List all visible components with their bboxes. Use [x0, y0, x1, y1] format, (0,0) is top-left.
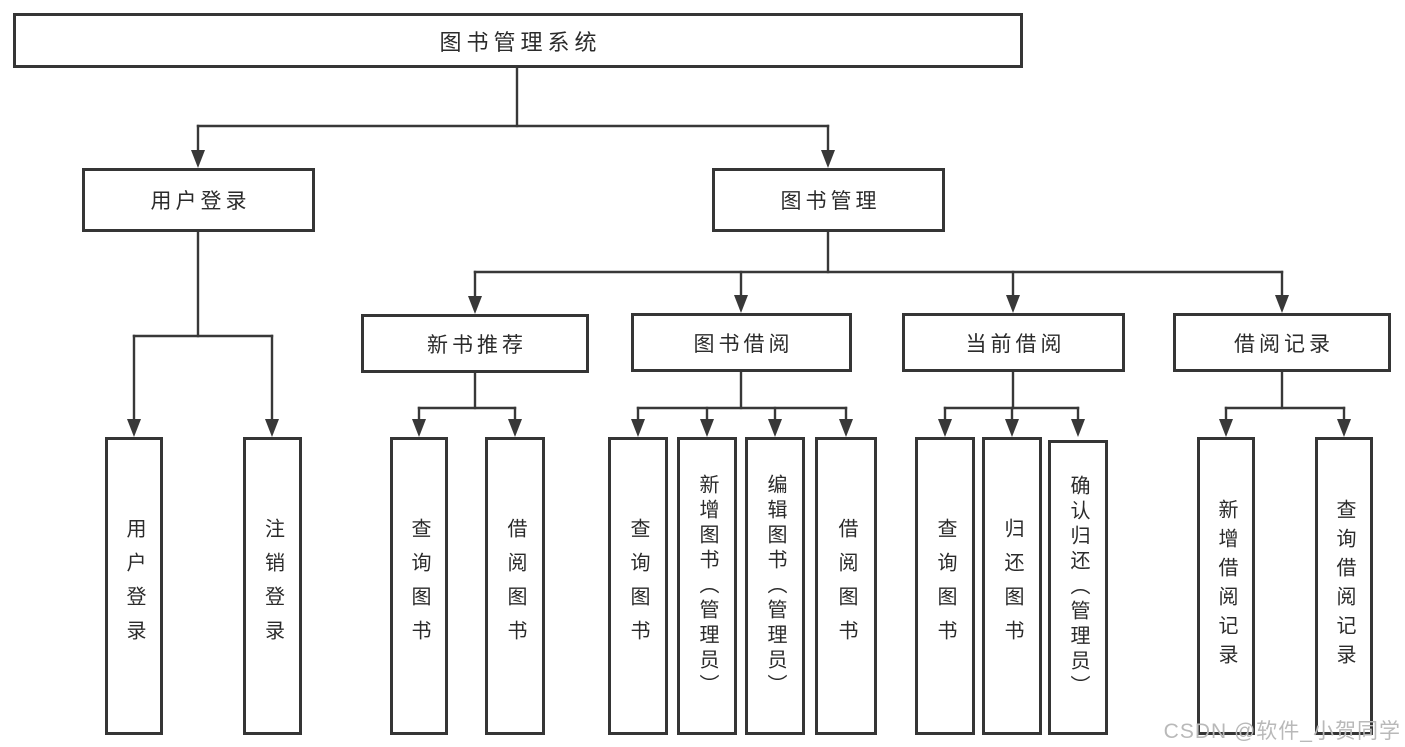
node-current-borrowing: 当前借阅: [902, 313, 1125, 372]
csdn-watermark: CSDN @软件_小贺同学: [1163, 720, 1401, 743]
node-book-management: 图书管理: [712, 168, 945, 232]
leaf-records-add-borrow-record: 新增借阅记录: [1197, 437, 1255, 735]
leaf-newbooks-query-books: 查询图书: [390, 437, 448, 735]
leaf-records-query-borrow-record: 查询借阅记录: [1315, 437, 1373, 735]
leaf-current-return-books: 归还图书: [982, 437, 1042, 735]
leaf-user-login: 用户登录: [105, 437, 163, 735]
node-new-book-recommendation: 新书推荐: [361, 314, 589, 373]
node-book-borrowing: 图书借阅: [631, 313, 852, 372]
node-borrowing-records: 借阅记录: [1173, 313, 1391, 372]
node-user-login: 用户登录: [82, 168, 315, 232]
leaf-borrow-edit-books-admin: 编辑图书（管理员）: [745, 437, 805, 735]
leaf-current-confirm-return-admin: 确认归还（管理员）: [1048, 440, 1108, 735]
leaf-borrow-borrow-books: 借阅图书: [815, 437, 877, 735]
leaf-logout: 注销登录: [243, 437, 302, 735]
node-library-management-system: 图书管理系统: [13, 13, 1023, 68]
leaf-newbooks-borrow-books: 借阅图书: [485, 437, 545, 735]
leaf-borrow-query-books: 查询图书: [608, 437, 668, 735]
leaf-current-query-books: 查询图书: [915, 437, 975, 735]
leaf-borrow-add-books-admin: 新增图书（管理员）: [677, 437, 737, 735]
